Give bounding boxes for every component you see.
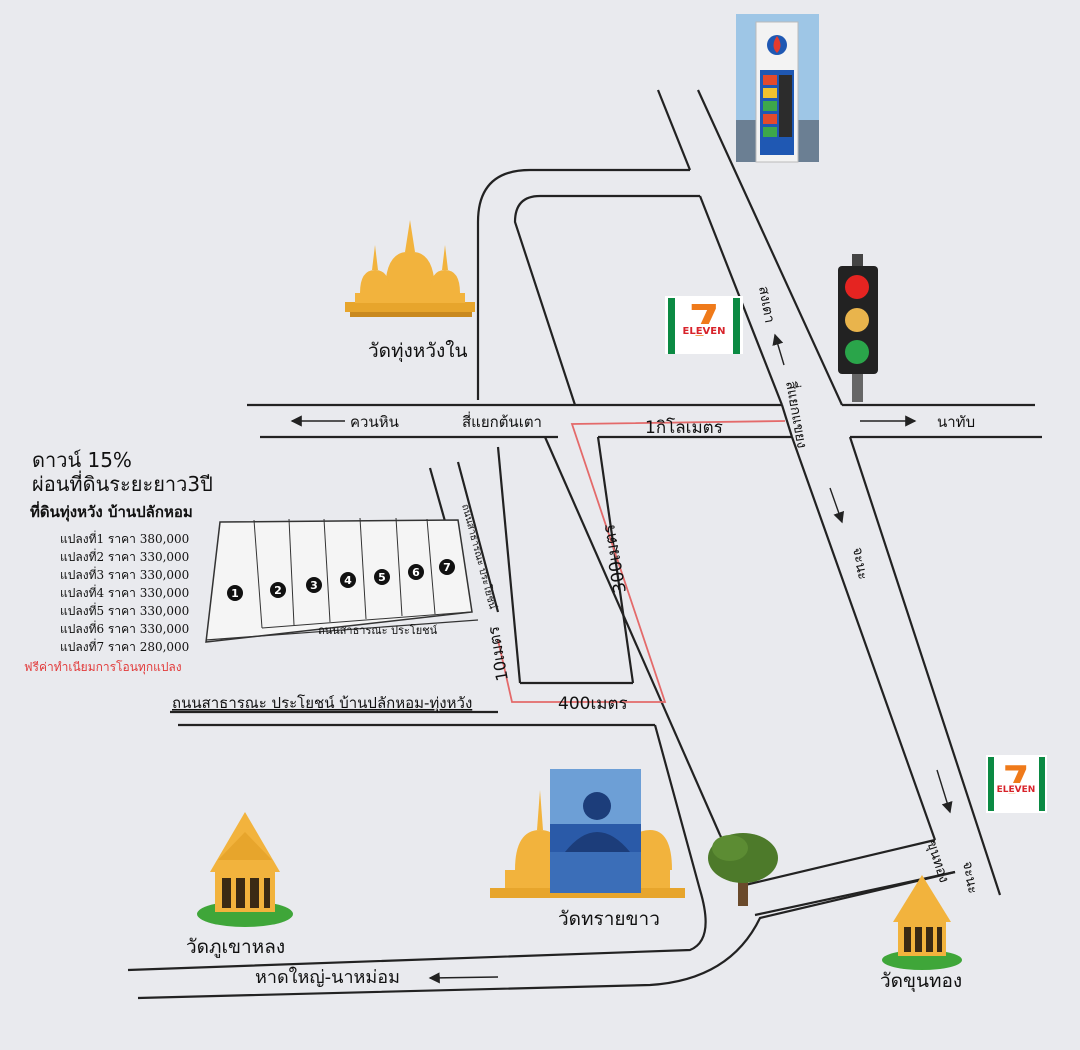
label-temple-phu-khao-lueng: วัดภูเขาหลง [186, 936, 285, 958]
plot-price-2: แปลงที่2 ราคา 330,000 [60, 550, 190, 564]
plot-outline [205, 519, 473, 643]
label-chana-1: จะนะ [849, 546, 870, 581]
plot-divider-4 [359, 517, 367, 620]
plot-divider-1 [253, 519, 263, 629]
free-transfer-note: ฟรีค่าทำเนียมการโอนทุกแปลง [24, 660, 182, 674]
plot-3-number: 3 [310, 579, 318, 592]
label-300m: 300เมตร [599, 523, 631, 595]
road-top-cross-1 [656, 89, 692, 171]
road-300-left [543, 436, 722, 836]
land-plots: 1 2 3 4 5 6 7 ถนนสาธารณะ ประโยชน์ ถนนสาธ… [205, 502, 500, 643]
seven-eleven-text-top: ELEVEN [683, 326, 726, 337]
promo-panel: ดาวน์ 15% ผ่อนที่ดินระยะยาว3ปี ที่ดินทุ่… [8, 448, 238, 677]
label-na-thap: นาทับ [937, 413, 975, 431]
seven-eleven-text-bottom: ELEVEN [997, 785, 1036, 795]
route-to-plot [497, 420, 786, 703]
plot-price-4: แปลงที่4 ราคา 330,000 [60, 586, 190, 600]
road-300-inner-c [496, 446, 522, 684]
plot-1-marker[interactable]: 1 [227, 585, 243, 601]
buddha-statue-photo [550, 769, 641, 893]
plot-price-6: แปลงที่6 ราคา 330,000 [60, 622, 190, 636]
road-chana-right [848, 436, 1002, 896]
plot-1-number: 1 [231, 587, 239, 600]
road-khunthong-1 [744, 838, 936, 887]
plot-price-3: แปลงที่3 ราคา 330,000 [60, 568, 190, 582]
seven-number-bottom: 7 [1003, 758, 1029, 802]
plot-price-1: แปลงที่1 ราคา 380,000 [60, 532, 190, 546]
label-si-yaek-kaeng: สี่แยกแขยง [782, 380, 812, 450]
plot-5-marker[interactable]: 5 [374, 569, 390, 585]
label-hatyai: หาดใหญ่-นาหม่อม [255, 966, 400, 988]
plot-7-number: 7 [443, 561, 451, 574]
seven-eleven-logo-2: 7 ELEVEN [986, 755, 1047, 813]
label-one-km: 1กิโลเมตร [645, 417, 723, 438]
plot-4-marker[interactable]: 4 [340, 572, 356, 588]
plot-road-line-2 [261, 611, 471, 629]
arrow-hatyai [428, 972, 499, 984]
plot-5-number: 5 [378, 571, 386, 584]
label-si-yaek-ton-tao: สี่แยกต้นเตา [462, 411, 542, 431]
promo-down-payment: ดาวน์ 15% [32, 448, 132, 472]
label-10m: 10เมตร [484, 624, 512, 682]
plot-bottom-road-label: ถนนสาธารณะ ประโยชน์ [318, 623, 438, 637]
plot-divider-2 [288, 518, 295, 626]
label-temple-sai-khao: วัดทรายขาว [558, 908, 660, 930]
promo-installment: ผ่อนที่ดินระยะยาว3ปี [32, 472, 213, 496]
label-chana-2: จะนะ [959, 860, 980, 895]
shrine-icon-2 [882, 875, 962, 970]
road-chana-upper [780, 404, 794, 438]
seven-eleven-logo: 7 ELEVEN [665, 296, 743, 354]
tree-icon [708, 833, 778, 906]
plot-7-marker[interactable]: 7 [439, 559, 455, 575]
road-plot-side-b [456, 461, 500, 613]
label-public-road-main: ถนนสาธารณะ ประโยชน์ บ้านปลักหอม-ทุ่งหวัง [172, 694, 472, 713]
road-public-right [127, 724, 707, 972]
promo-location: ที่ดินทุ่งหวัง บ้านปลักหอม [30, 503, 193, 521]
plot-price-7: แปลงที่7 ราคา 280,000 [60, 640, 190, 654]
plot-divider-6 [426, 518, 436, 615]
plot-3-marker[interactable]: 3 [306, 577, 322, 593]
plot-2-number: 2 [274, 584, 282, 597]
direction-arrows [290, 333, 953, 984]
plot-4-number: 4 [344, 574, 352, 587]
plot-6-number: 6 [412, 566, 420, 579]
gas-station-photo [736, 14, 819, 163]
plot-road-line [205, 619, 479, 641]
plot-6-marker[interactable]: 6 [408, 564, 424, 580]
road-300-inner [596, 436, 635, 684]
label-400m: 400เมตร [558, 694, 628, 714]
temple-icon [345, 220, 475, 317]
road-top-outer [476, 168, 690, 400]
label-temple-khun-thong: วัดขุนทอง [880, 970, 962, 993]
plot-divider-5 [395, 517, 403, 617]
label-khuan-hin: ควนหิน [350, 413, 399, 431]
road-chana-left [790, 436, 937, 841]
label-temple-thung-wang-nai: วัดทุ่งหวังใน [368, 340, 468, 363]
arrow-song-tao [772, 333, 785, 366]
arrow-chana-1 [829, 487, 845, 524]
label-song-tao: สงเตา [755, 285, 777, 324]
road-top-inner [513, 194, 700, 406]
road-diag-right-1 [696, 89, 844, 406]
plot-divider-3 [323, 518, 331, 623]
traffic-light-icon [838, 254, 878, 402]
plot-2-marker[interactable]: 2 [270, 582, 286, 598]
road-hatyai [137, 870, 956, 1000]
arrow-chana-2 [936, 769, 953, 814]
seven-number-top: 7 [689, 296, 720, 347]
plot-price-5: แปลงที่5 ราคา 330,000 [60, 604, 190, 618]
shrine-icon [197, 812, 293, 927]
